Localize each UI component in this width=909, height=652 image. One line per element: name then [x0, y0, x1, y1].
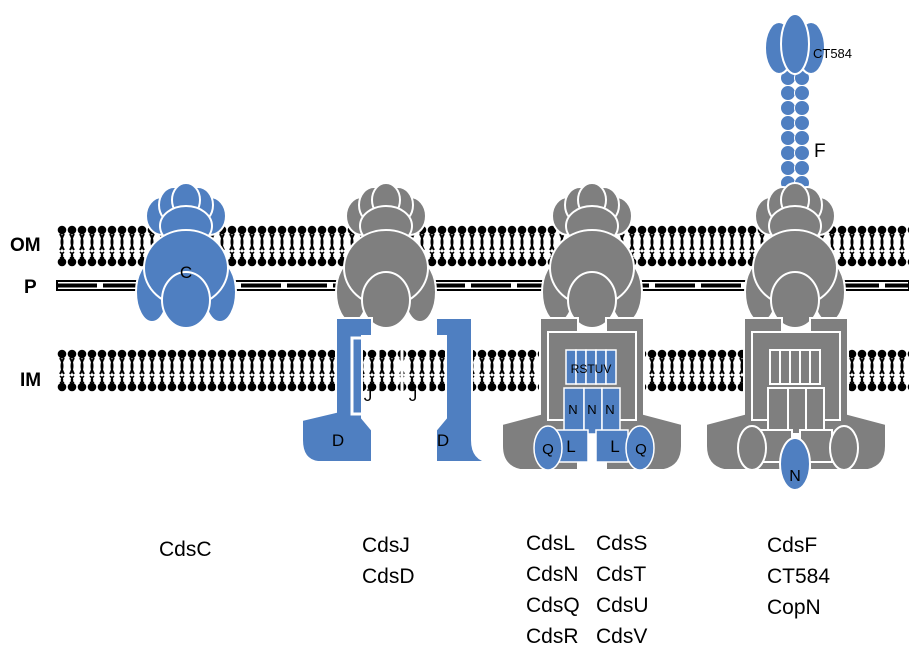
caption-line: CdsL [526, 532, 576, 555]
label-c: C [180, 263, 192, 282]
caption-line: CdsU [596, 594, 649, 617]
label-n-2: N [587, 402, 596, 417]
caption-line: CdsR [526, 625, 579, 648]
label-f: F [814, 141, 826, 162]
export-apparatus-rstuv [533, 349, 655, 471]
caption-line: CdsV [596, 625, 648, 648]
label-q-right: Q [635, 441, 647, 458]
caption-stage-2: CdsJ CdsD [362, 530, 415, 592]
secretin-gray-3 [541, 182, 643, 329]
secretin-gray-4 [744, 182, 846, 329]
caption-line: CdsT [596, 563, 647, 586]
caption-line: CT584 [767, 565, 831, 588]
label-j-left: J [364, 386, 373, 405]
inner-ring-cdsj-cdsd [301, 317, 491, 463]
caption-line: CdsQ [526, 594, 580, 617]
label-n-copn: N [789, 468, 801, 485]
label-l-right: L [610, 437, 619, 456]
label-d-left: D [332, 431, 344, 450]
caption-line: CdsC [159, 538, 212, 561]
caption-stage-3-col-1: CdsL CdsN CdsQ CdsR [526, 528, 580, 652]
caption-line: CdsF [767, 534, 818, 557]
label-q-left: Q [542, 441, 554, 458]
secretin-gray-2 [335, 182, 437, 329]
label-l-left: L [566, 437, 575, 456]
caption-line: CdsS [596, 532, 648, 555]
caption-line: CdsJ [362, 534, 410, 557]
caption-stage-1: CdsC [159, 534, 212, 565]
secretin-cdsc [135, 182, 237, 329]
caption-line: CopN [767, 596, 821, 619]
label-n-3: N [605, 402, 614, 417]
tip-protein-ct584 [764, 13, 826, 75]
om-label: OM [10, 235, 41, 256]
label-rstuv: RSTUV [571, 362, 612, 376]
caption-line: CdsD [362, 565, 415, 588]
caption-stage-3-col-2: CdsS CdsT CdsU CdsV [596, 528, 649, 652]
caption-stage-4: CdsF CT584 CopN [767, 530, 830, 623]
gatekeeper-copn [779, 437, 811, 491]
label-j-right: J [409, 386, 418, 405]
caption-line: CdsN [526, 563, 579, 586]
label-n-1: N [568, 402, 577, 417]
im-label: IM [20, 370, 41, 391]
label-d-right: D [437, 431, 449, 450]
t3ss-assembly-diagram: OM P IM C J J D D [10, 13, 909, 491]
p-label: P [24, 277, 37, 298]
label-ct584-tip: CT584 [813, 46, 852, 61]
